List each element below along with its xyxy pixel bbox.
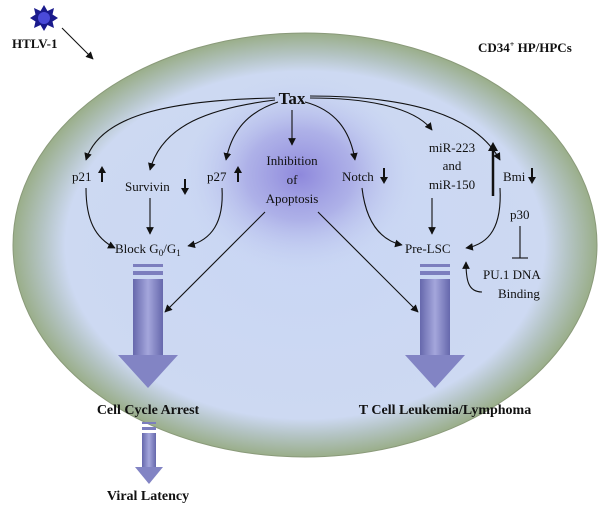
tax-to-notch-arrow <box>304 101 358 161</box>
mir223-label: miR-223 <box>429 140 475 155</box>
pu1-label-line1: PU.1 DNA <box>483 267 541 282</box>
inhibition-to-leukemia-arrow <box>317 211 419 313</box>
prelsc-to-leukemia-big-arrow <box>405 264 465 388</box>
tax-to-mir-arrow <box>309 97 433 131</box>
block-g0-g1-label: Block G0/G1 <box>115 241 181 258</box>
survivin-label: Survivin <box>125 179 170 194</box>
pre-lsc-label: Pre-LSC <box>405 241 451 256</box>
htlv-label: HTLV-1 <box>12 36 58 51</box>
block-to-arrest-big-arrow <box>118 264 178 388</box>
cell-cycle-arrest-label: Cell Cycle Arrest <box>97 403 200 418</box>
up-arrow-icon <box>234 166 242 182</box>
mir150-label: miR-150 <box>429 177 475 192</box>
inhibition-to-arrest-arrow <box>164 211 266 313</box>
p21-label: p21 <box>72 169 92 184</box>
pu1-to-prelsc-arrow <box>462 261 483 293</box>
p30-label: p30 <box>510 207 530 222</box>
tax-label: Tax <box>279 89 306 108</box>
down-arrow-icon <box>181 179 189 195</box>
arrest-to-latency-arrow <box>135 422 163 484</box>
down-arrow-icon <box>528 168 536 184</box>
leukemia-label: T Cell Leukemia/Lymphoma <box>359 403 531 418</box>
cell-type-label: CD34+ HP/HPCs <box>478 40 572 55</box>
bmi-label: Bmi <box>503 169 526 184</box>
notch-label: Notch <box>342 169 374 184</box>
tax-to-p27-arrow <box>223 101 279 161</box>
inhibition-label-line2: of <box>287 172 299 187</box>
tax-to-p21-arrow <box>84 97 276 161</box>
p21-to-block-arrow <box>85 187 116 249</box>
notch-to-prelsc-arrow <box>361 187 403 248</box>
up-arrow-icon <box>98 166 106 182</box>
inhibition-label-line3: Apoptosis <box>266 191 319 206</box>
up-arrow-icon <box>488 142 498 196</box>
mir-and-label: and <box>443 158 462 173</box>
tax-to-survivin-arrow <box>148 99 276 171</box>
down-arrow-icon <box>380 168 388 184</box>
tax-to-bmi-arrow <box>309 95 501 161</box>
pu1-label-line2: Binding <box>498 286 540 301</box>
inhibition-label-line1: Inhibition <box>266 153 318 168</box>
virus-icon <box>30 5 58 31</box>
htlv-infection-arrow <box>61 27 94 60</box>
p27-to-block-arrow <box>187 187 223 249</box>
p27-label: p27 <box>207 169 227 184</box>
apoptosis-glow <box>180 75 420 275</box>
bmi-to-prelsc-arrow <box>465 187 501 251</box>
viral-latency-label: Viral Latency <box>107 489 189 504</box>
